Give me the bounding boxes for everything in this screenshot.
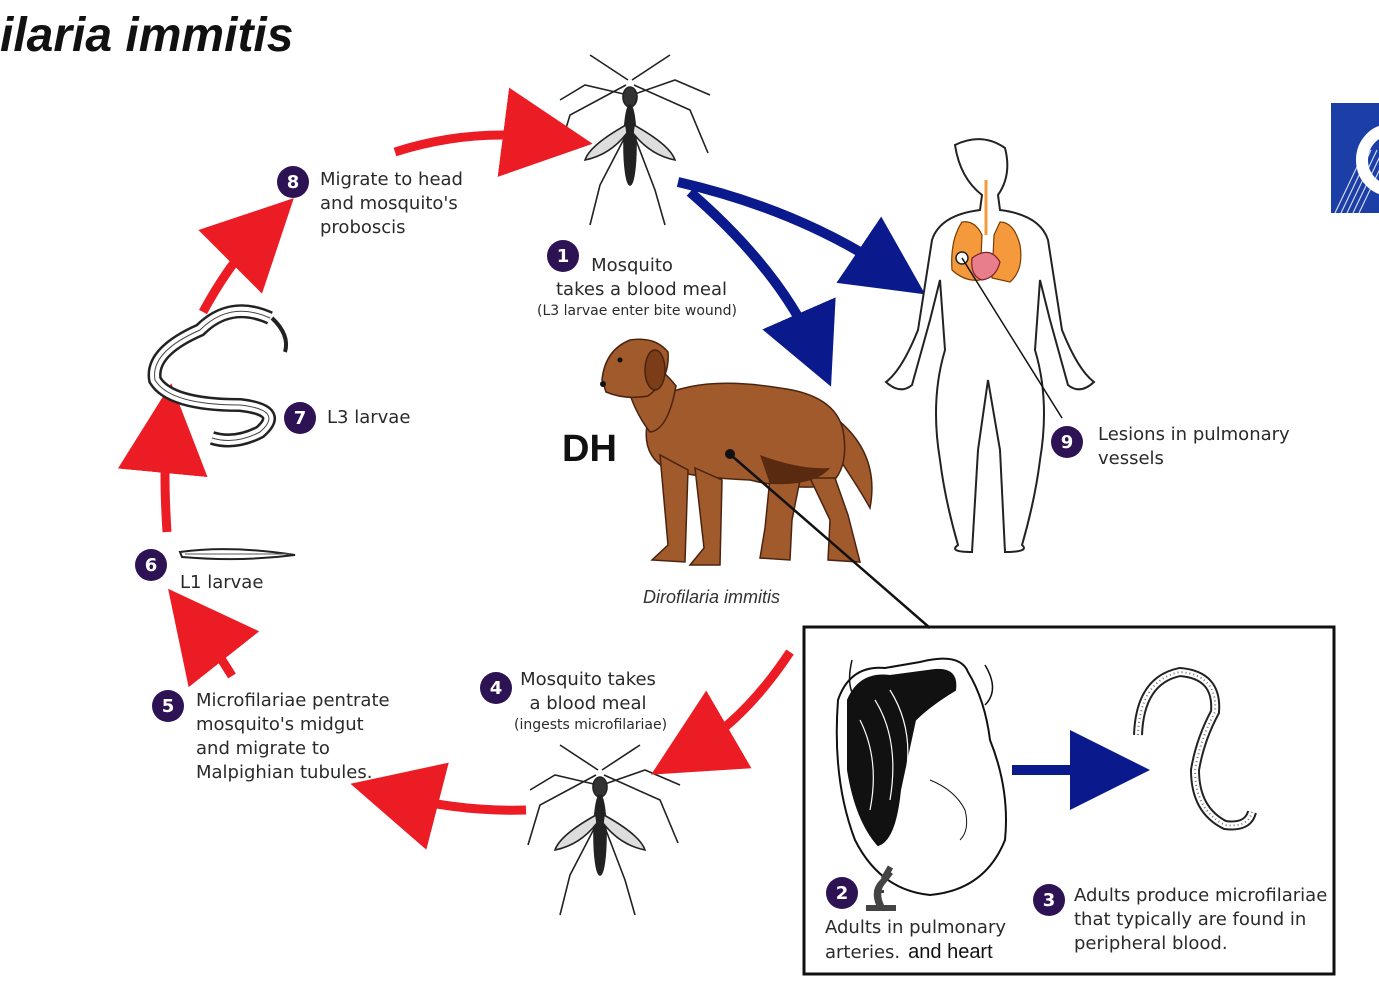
step-2-line-1: Adults in pulmonary xyxy=(825,917,1006,938)
step-5-label: Microfilariae pentrate mosquito's midgut… xyxy=(196,689,390,785)
step-3-label: Adults produce microfilariae that typica… xyxy=(1074,884,1327,956)
arrow-1-to-dog xyxy=(686,188,836,387)
step-badge-2: 2 xyxy=(826,877,858,909)
step-1-label: Mosquito takes a blood meal xyxy=(556,254,728,302)
cycle-arrows xyxy=(117,87,794,850)
step-3-line-3: peripheral blood. xyxy=(1074,933,1228,954)
step-3-line-1: Adults produce microfilariae xyxy=(1074,885,1328,906)
step-5-line-3: and migrate to xyxy=(196,738,330,759)
worm-icon xyxy=(1133,666,1257,831)
step-9-line-1: Lesions in pulmonary xyxy=(1098,424,1290,445)
step-4-label: Mosquito takes a blood meal xyxy=(508,668,668,716)
step-badge-3: 3 xyxy=(1033,884,1065,916)
step-1-line-1: Mosquito xyxy=(591,255,673,276)
step-8-label: Migrate to head and mosquito's proboscis xyxy=(320,168,463,240)
worm-icon xyxy=(178,548,296,561)
human-icon xyxy=(884,138,1096,554)
arrow-5-to-6 xyxy=(168,588,260,688)
cdc-logo-icon xyxy=(1331,103,1379,213)
transmission-arrows xyxy=(676,177,1150,810)
step-8-line-2: and mosquito's xyxy=(320,193,458,214)
arrow-8-to-1 xyxy=(393,87,593,177)
step-2-extra: and heart xyxy=(908,941,993,963)
mosquito-icon xyxy=(557,54,711,226)
step-2-line-2: arteries. and heart xyxy=(825,940,1006,965)
step-badge-8: 8 xyxy=(277,166,309,198)
callout-line xyxy=(731,455,931,629)
step-9-label: Lesions in pulmonary vessels xyxy=(1098,423,1290,471)
microscope-icon xyxy=(866,865,896,911)
species-label: Dirofilaria immitis xyxy=(643,587,781,607)
step-4-line-1: Mosquito takes xyxy=(520,669,656,690)
step-badge-9: 9 xyxy=(1051,426,1083,458)
arrow-7-to-8 xyxy=(198,198,294,315)
step-6-label: L1 larvae xyxy=(180,572,264,593)
step-1-note: (L3 larvae enter bite wound) xyxy=(537,303,738,319)
step-badge-5: 5 xyxy=(152,690,184,722)
callout-line xyxy=(961,257,1063,419)
mosquito-icon xyxy=(527,744,681,916)
step-8-line-1: Migrate to head xyxy=(320,169,463,190)
step-9-line-2: vessels xyxy=(1098,448,1164,469)
step-2-line-2-text: arteries. xyxy=(825,942,901,963)
step-badge-4: 4 xyxy=(480,672,512,704)
arrow-1-to-human xyxy=(676,177,926,295)
step-7-label: L3 larvae xyxy=(327,407,411,428)
step-8-line-3: proboscis xyxy=(320,217,406,238)
inset-box xyxy=(802,625,1336,976)
step-badge-6: 6 xyxy=(135,549,167,581)
arrow-4-to-5 xyxy=(350,762,527,850)
heart-icon xyxy=(835,657,1007,897)
step-5-line-2: mosquito's midgut xyxy=(196,714,364,735)
step-3-line-2: that typically are found in xyxy=(1074,909,1307,930)
step-4-note: (ingests microfilariae) xyxy=(514,717,668,733)
arrow-3-to-4 xyxy=(651,649,794,775)
step-badge-1: 1 xyxy=(547,240,579,272)
arrow-6-to-7 xyxy=(117,383,208,533)
step-badge-7: 7 xyxy=(284,402,316,434)
step-4-line-2: a blood meal xyxy=(529,693,647,714)
worm-icon xyxy=(147,304,289,448)
page-title: ilaria immitis xyxy=(0,9,294,62)
step-1-line-2: takes a blood meal xyxy=(556,279,728,300)
step-2-label: Adults in pulmonary arteries. and heart xyxy=(825,916,1006,965)
definitive-host-label: DH xyxy=(562,428,617,470)
step-5-line-4: Malpighian tubules. xyxy=(196,762,373,783)
dog-icon xyxy=(600,338,873,566)
step-5-line-1: Microfilariae pentrate xyxy=(196,690,390,711)
